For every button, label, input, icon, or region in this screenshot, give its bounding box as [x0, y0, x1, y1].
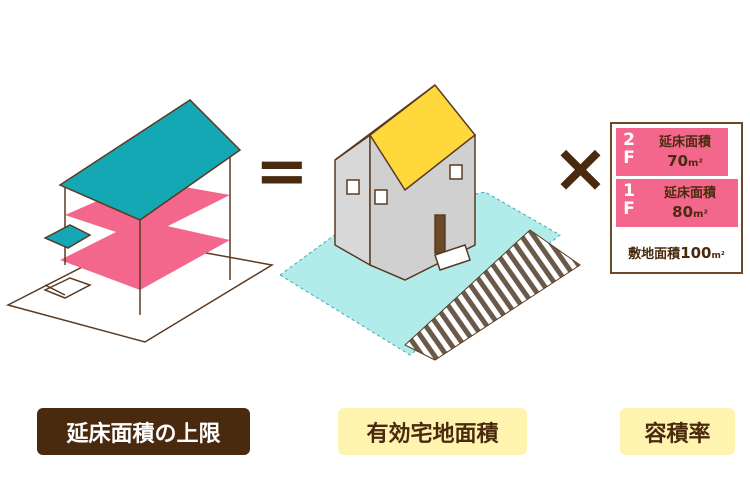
floor-number: 1 [623, 181, 635, 201]
label-effective-site-area: 有効宅地面積 [338, 408, 527, 455]
label-floor-area-ratio: 容積率 [620, 408, 735, 455]
times-sign: × [552, 129, 609, 208]
floor-unit: m² [688, 158, 703, 169]
site-value: 100 [680, 244, 712, 262]
floor-value: 80 [672, 203, 694, 221]
floor-number: 2 [623, 130, 635, 150]
floor-label: 延床面積 [658, 135, 711, 150]
site-label: 敷地面積 [628, 247, 681, 262]
house-floor-area-illustration [5, 99, 275, 343]
site-area: 敷地面積100m² [612, 243, 741, 262]
floor-letter: F [623, 199, 635, 219]
floor-letter: F [623, 148, 635, 168]
house-site-illustration [279, 83, 581, 361]
floor-label: 延床面積 [663, 186, 716, 201]
site-unit: m² [711, 251, 725, 261]
equals-sign: = [255, 135, 309, 209]
label-total-floor-area-limit: 延床面積の上限 [37, 408, 250, 455]
floor-unit: m² [693, 209, 708, 220]
floor-value: 70 [667, 152, 689, 170]
